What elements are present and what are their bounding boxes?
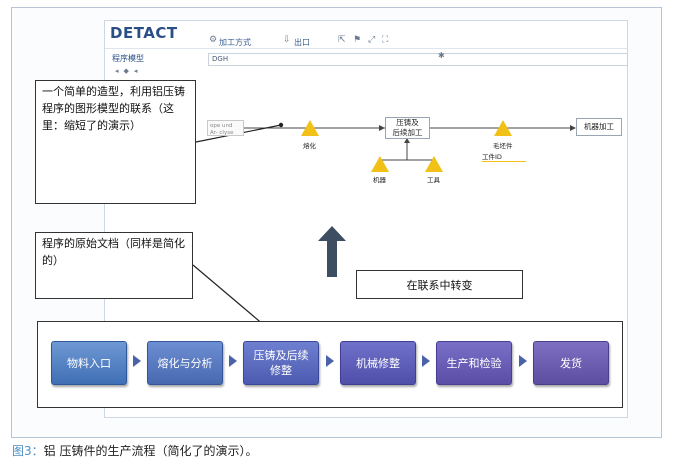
header-divider [105, 48, 627, 49]
nav-icons[interactable]: ◂◆◂ [115, 67, 143, 75]
arrow-right-icon [229, 355, 237, 367]
transform-note: 在联系中转变 [356, 270, 523, 299]
process-menu[interactable]: 加工方式 [219, 38, 251, 47]
machining-node[interactable]: 机器加工 [576, 118, 622, 136]
tool-label: 工具 [427, 176, 440, 184]
machine-label: 机器 [373, 176, 386, 184]
program-name-value: DGH [212, 55, 229, 63]
process-step-melting[interactable]: 熔化与分析 [147, 341, 223, 385]
casting-node-line1: 压铸及 [396, 118, 419, 127]
flag-icon[interactable]: ⚑ [353, 35, 362, 45]
pin-icon[interactable]: ⇱ [338, 35, 346, 45]
melt-marker[interactable] [301, 120, 319, 136]
exit-menu[interactable]: 出口 [294, 38, 310, 47]
settings-icon[interactable]: ✱ [438, 51, 445, 60]
arrow-right-icon [133, 355, 141, 367]
blank-marker[interactable] [494, 120, 512, 136]
process-step-shipping[interactable]: 发货 [533, 341, 609, 385]
expand-icon[interactable]: ⛶ [382, 35, 389, 45]
arrow-right-icon [326, 355, 334, 367]
tool-marker[interactable] [425, 156, 443, 172]
process-icon: ⚙ [209, 35, 218, 45]
document-callout: 程序的原始文档（同样是简化的） [35, 232, 193, 299]
caption-label: 图3： [12, 444, 44, 458]
app-logo: DETACT [110, 24, 178, 42]
blank-label: 毛坯件 [493, 142, 513, 150]
arrow-right-icon [519, 355, 527, 367]
arrow-right-icon [422, 355, 430, 367]
caption-text: 铝 压铸件的生产流程（简化了的演示）。 [43, 444, 258, 458]
tool-icon[interactable]: ⤢ [368, 35, 376, 45]
melt-label: 熔化 [303, 142, 316, 150]
process-step-inspection[interactable]: 生产和检验 [436, 341, 512, 385]
casting-node[interactable]: 压铸及后续加工 [385, 117, 430, 139]
exit-icon: ⇩ [283, 35, 291, 45]
model-callout: 一个简单的造型，利用铝压铸程序的图形模型的联系（这里：缩短了的演示） [35, 80, 196, 204]
program-name-field[interactable]: DGH [208, 53, 628, 66]
machine-marker[interactable] [371, 156, 389, 172]
subheader-title: 程序模型 [112, 54, 144, 63]
casting-node-line2: 后续加工 [392, 128, 423, 137]
process-step-casting[interactable]: 压铸及后续修整 [243, 341, 319, 385]
process-step-machining[interactable]: 机械修整 [340, 341, 416, 385]
figure-caption: 图3：铝 压铸件的生产流程（简化了的演示）。 [12, 442, 257, 459]
workpiece-id-field[interactable]: 工件ID [482, 151, 526, 162]
process-step-material-input[interactable]: 物料入口 [51, 341, 127, 385]
source-document-node[interactable]: ope und Ar- clyse [207, 120, 244, 136]
